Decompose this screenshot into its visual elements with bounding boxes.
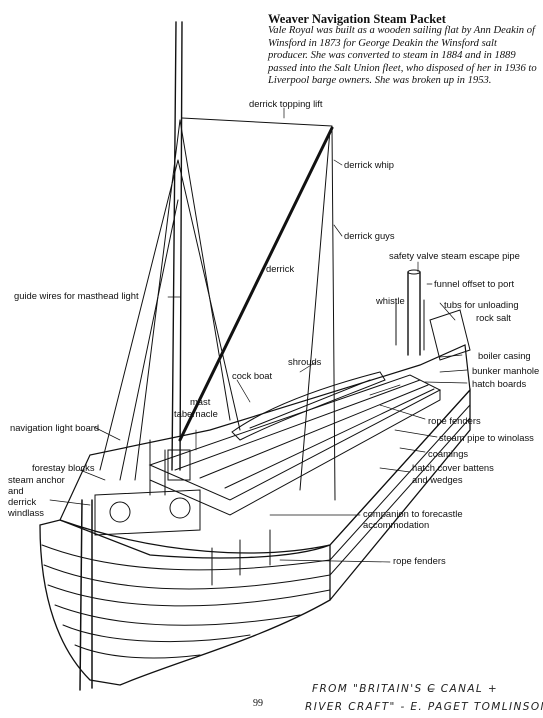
- label-steam-anchor-line3: derrick: [8, 496, 37, 507]
- derrick-boom: [178, 126, 334, 442]
- deck: [59, 344, 471, 554]
- label-steam-anchor-line2: and: [8, 485, 24, 496]
- label-shrouds: shrouds: [288, 356, 322, 367]
- label-navigation-light-board: navigation light board: [10, 422, 100, 433]
- label-hatch-cover-line2: and wedges: [412, 474, 463, 485]
- label-mast: mast: [190, 396, 211, 407]
- label-tubs-line1: tubs for unloading: [444, 299, 519, 310]
- label-steam-anchor-line4: windlass: [8, 507, 44, 518]
- label-steam-pipe: steam pipe to winolass: [439, 432, 534, 443]
- label-rope-fenders-upper: rope fenders: [428, 415, 481, 426]
- windlass: [94, 489, 201, 536]
- label-whistle: whistle: [376, 295, 405, 306]
- label-safety-valve: safety valve steam escape pipe: [389, 250, 520, 261]
- handwritten-note-line2: RIVER CRAFT" - E. PAGET TOMLINSON: [305, 701, 543, 713]
- label-hatch-boards: hatch boards: [472, 378, 527, 389]
- label-companion-line2: accommodation: [363, 519, 430, 530]
- label-tubs-line2: rock salt: [476, 312, 511, 323]
- mast: [171, 21, 183, 471]
- caption-text: Vale Royal was built as a wooden sailing…: [268, 25, 537, 87]
- label-derrick-topping-lift: derrick topping lift: [249, 98, 323, 109]
- label-bunker-manhole: bunker manhole: [472, 365, 540, 376]
- funnel: [407, 271, 421, 356]
- label-derrick: derrick: [266, 263, 295, 274]
- label-cock-boat: cock boat: [232, 370, 273, 381]
- label-hatch-cover-line1: hatch cover battens: [412, 462, 494, 473]
- page-title: Weaver Navigation Steam Packet: [268, 12, 446, 26]
- handwritten-note-line1: FROM "BRITAIN'S C̶ CANAL +: [312, 683, 499, 695]
- hatch-cover: [148, 374, 442, 501]
- stem-post: [79, 499, 93, 691]
- page-number: 99: [253, 698, 263, 709]
- label-derrick-guys: derrick guys: [344, 230, 395, 241]
- hull-side: [39, 519, 331, 686]
- label-companion-line1: companion to forecastle: [363, 508, 463, 519]
- label-coamings: coamings: [428, 448, 469, 459]
- label-derrick-whip: derrick whip: [344, 159, 395, 170]
- label-guide-wires: guide wires for masthead light: [14, 290, 139, 301]
- label-steam-anchor-line1: steam anchor: [8, 474, 65, 485]
- label-boiler-casing: boiler casing: [478, 350, 531, 361]
- label-tabernacle: tabernacle: [174, 408, 218, 419]
- cock-boat: [231, 371, 386, 441]
- label-rope-fenders-lower: rope fenders: [393, 555, 446, 566]
- label-funnel-offset: funnel offset to port: [434, 278, 515, 289]
- label-forestay-blocks: forestay blocks: [32, 462, 95, 473]
